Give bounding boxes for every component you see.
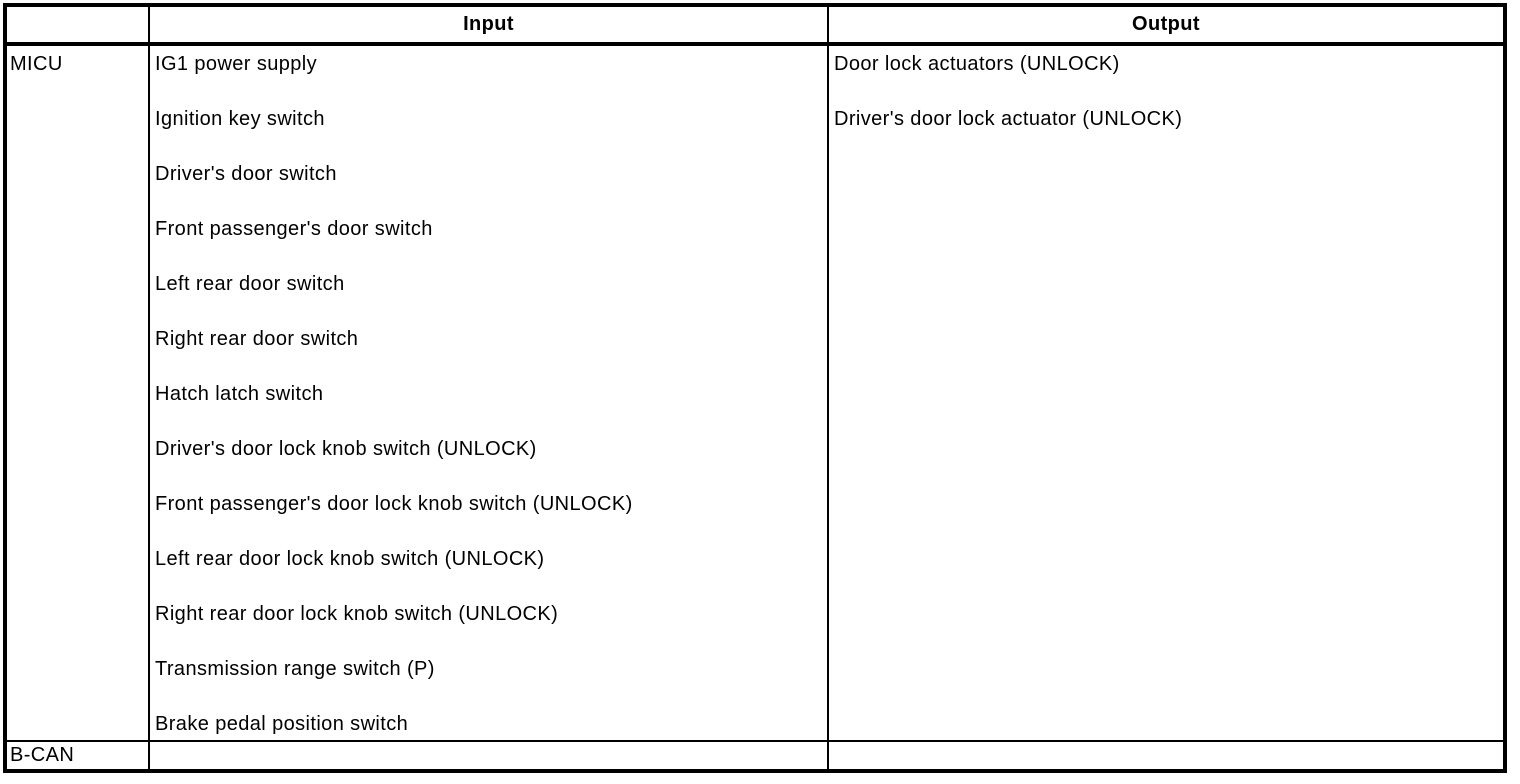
row-label-bcan: B-CAN <box>7 742 150 769</box>
table-cell-line: Driver's door lock knob switch (UNLOCK) <box>155 438 537 460</box>
bcan-input-cell <box>150 742 829 769</box>
table-header-output: Output <box>829 7 1503 46</box>
table-cell-line: Front passenger's door lock knob switch … <box>155 493 633 515</box>
table-header-corner <box>7 7 150 46</box>
row-label-micu: MICU <box>7 46 150 742</box>
bcan-output-cell <box>829 742 1503 769</box>
table-cell-line: Right rear door switch <box>155 328 359 350</box>
table-cell-line: Front passenger's door switch <box>155 218 433 240</box>
table-cell-line: Ignition key switch <box>155 108 325 130</box>
table-cell-line: Left rear door switch <box>155 273 345 295</box>
table-cell-line: Hatch latch switch <box>155 383 324 405</box>
table-cell-line: Door lock actuators (UNLOCK) <box>834 53 1120 75</box>
table-cell-line: Left rear door lock knob switch (UNLOCK) <box>155 548 545 570</box>
table-cell-line: Driver's door switch <box>155 163 337 185</box>
table-cell-line: Brake pedal position switch <box>155 713 409 735</box>
table-cell-line: Driver's door lock actuator (UNLOCK) <box>834 108 1183 130</box>
table-cell-line: Transmission range switch (P) <box>155 658 435 680</box>
table-header-input: Input <box>150 7 829 46</box>
table-cell-line: Right rear door lock knob switch (UNLOCK… <box>155 603 559 625</box>
table-cell-line: IG1 power supply <box>155 53 318 75</box>
micu-output-cell: Door lock actuators (UNLOCK) Driver's doo… <box>829 46 1503 742</box>
